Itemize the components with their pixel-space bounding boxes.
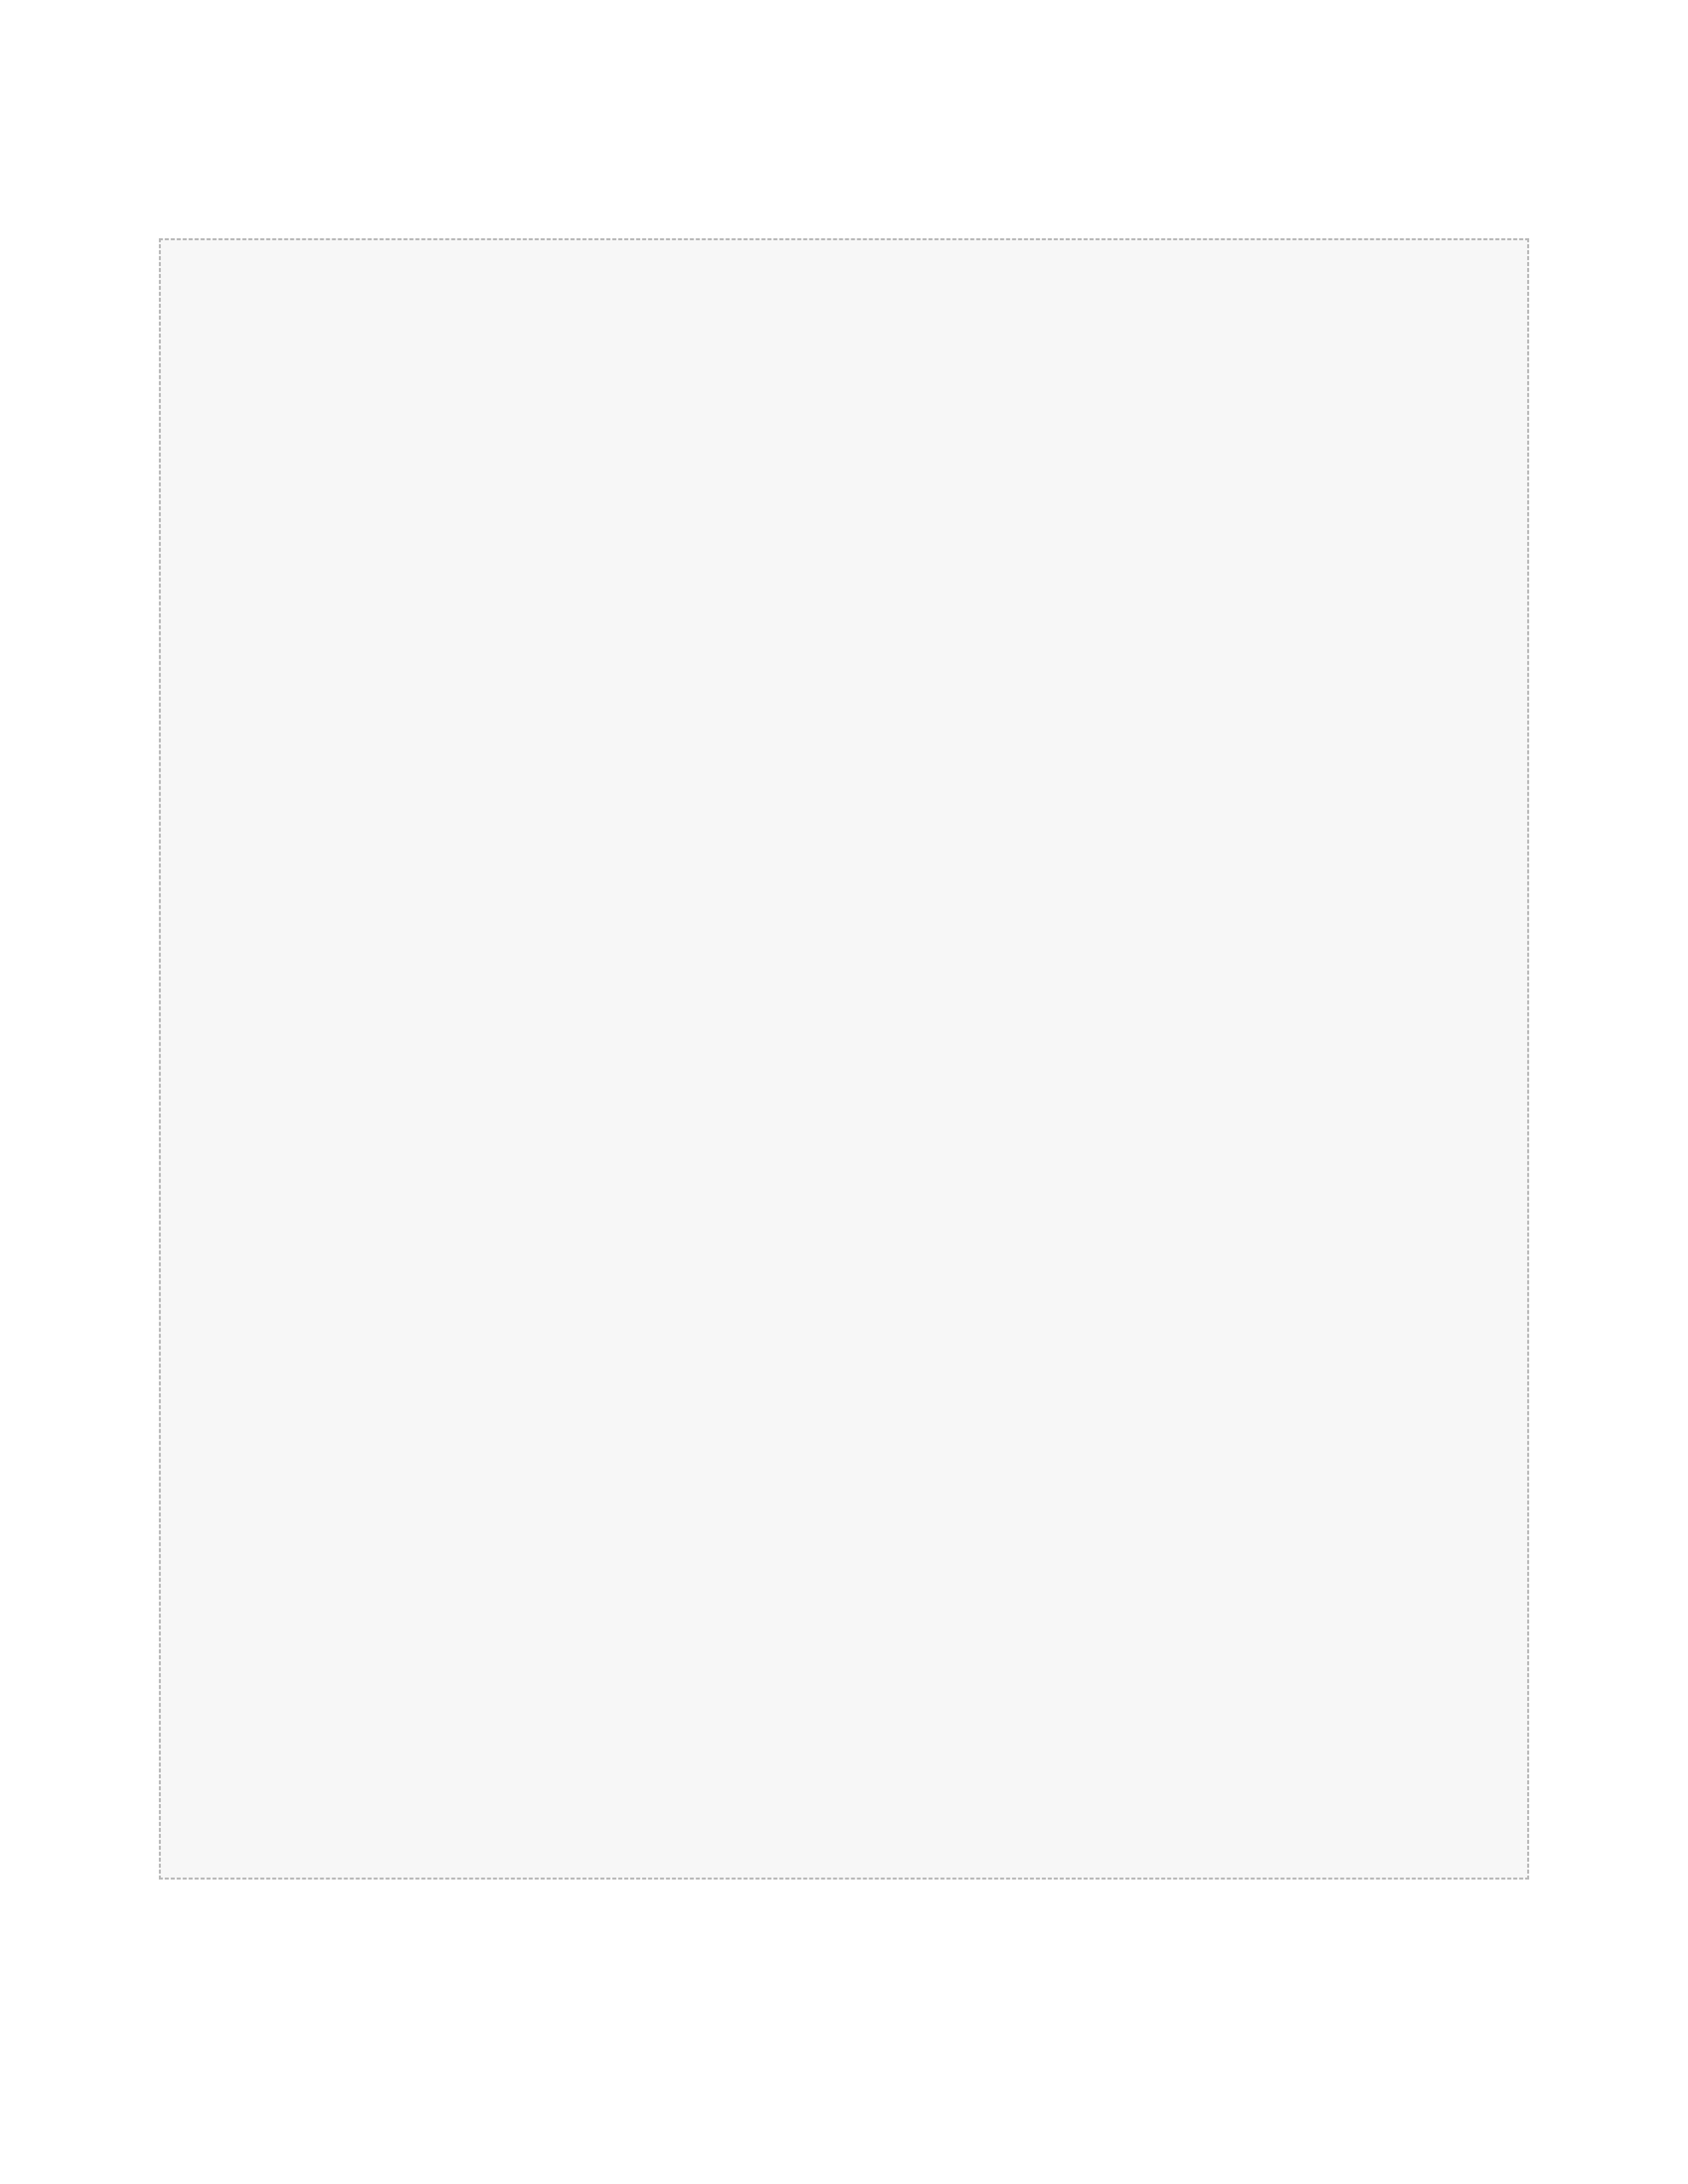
page-footer: [119, 2012, 1569, 2085]
figure-area: [159, 238, 1529, 1880]
